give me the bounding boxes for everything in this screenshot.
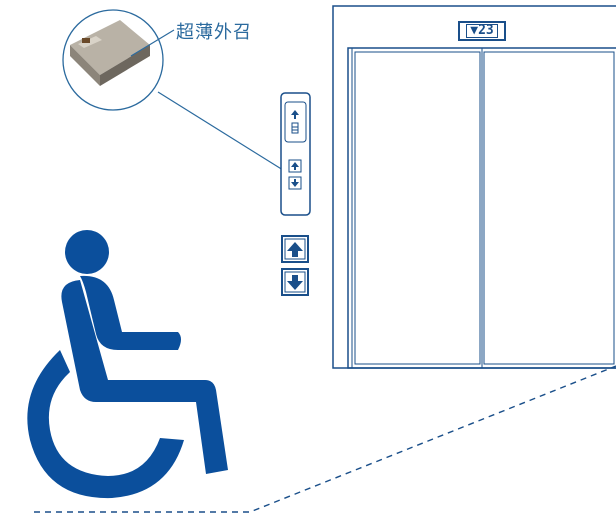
call-button-down[interactable] [281,268,309,296]
call-button-up[interactable] [281,235,309,263]
arrow-down-icon [287,275,303,290]
elevator-entrance [332,5,616,369]
wheelchair-icon [27,230,229,499]
floor-indicator: ▼23 [458,21,506,41]
callout-label: 超薄外召 [176,22,252,43]
callout-magnifier [62,9,284,171]
floor-area-outline [34,365,616,513]
floor-indicator-text: ▼23 [466,24,498,38]
hall-call-panel [280,92,311,216]
arrow-up-icon [287,242,303,257]
